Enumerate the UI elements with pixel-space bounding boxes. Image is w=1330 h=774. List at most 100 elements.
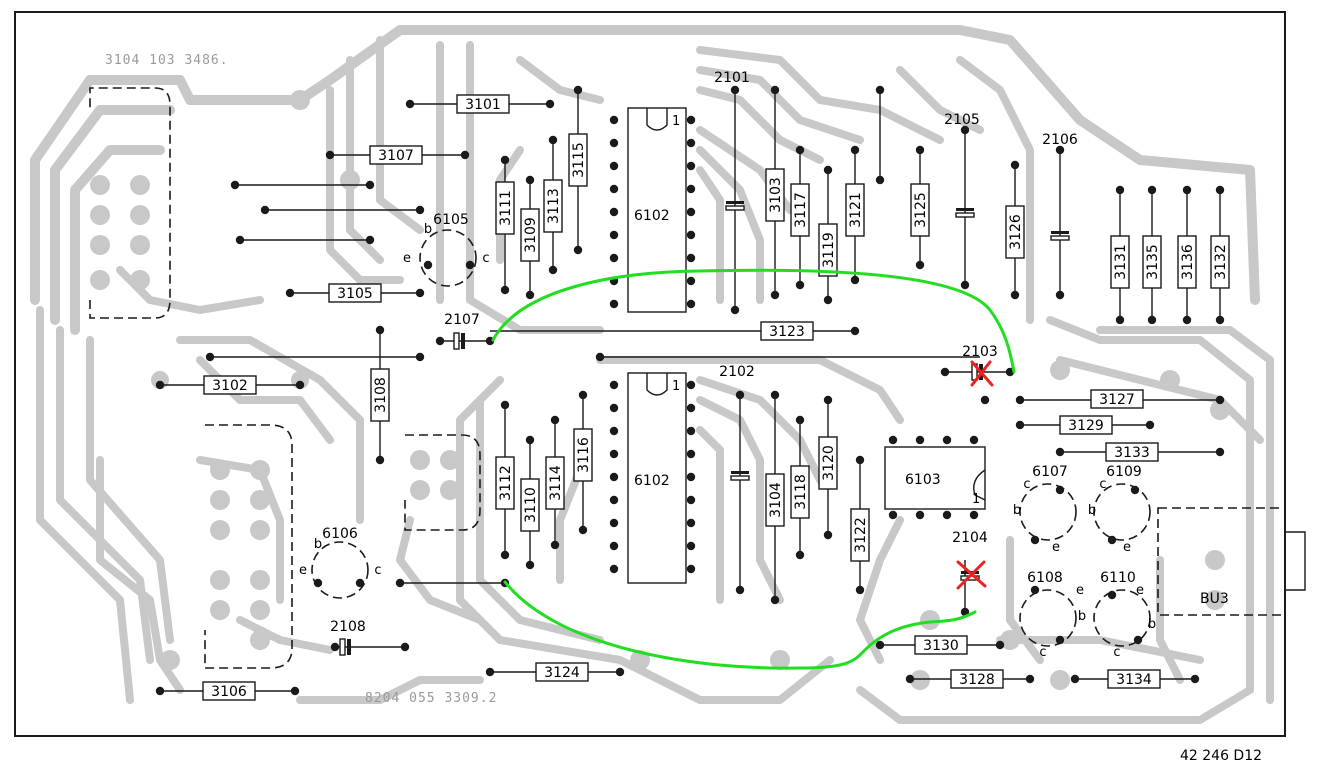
pin-dot — [1182, 315, 1192, 325]
resistor-label: 3111 — [498, 190, 514, 226]
pin-dot — [595, 352, 605, 362]
pin-dot — [686, 253, 696, 263]
pin-dot — [1107, 590, 1117, 600]
resistor-label: 3130 — [923, 638, 959, 654]
pin-dot — [609, 380, 619, 390]
resistor-3106: 3106 — [202, 681, 256, 701]
pin-dot — [686, 495, 696, 505]
pin-dot — [960, 125, 970, 135]
pin-dot — [686, 518, 696, 528]
pin-dot — [525, 560, 535, 570]
pin-dot — [686, 276, 696, 286]
transistor-pin-label: b — [1078, 609, 1086, 624]
pin-dot — [875, 640, 885, 650]
pin-dot — [905, 674, 915, 684]
pin-dot — [155, 380, 165, 390]
pin-dot — [686, 472, 696, 482]
resistor-3113: 3113 — [543, 179, 563, 233]
pin-dot — [1145, 420, 1155, 430]
capacitor-2107: 2107 — [444, 312, 480, 350]
resistor-label: 3121 — [848, 192, 864, 228]
pin-dot — [686, 138, 696, 148]
pin-dot — [155, 686, 165, 696]
pin-dot — [960, 280, 970, 290]
resistor-label: 3118 — [793, 474, 809, 510]
pin-dot — [295, 380, 305, 390]
pin-dot — [548, 265, 558, 275]
pin-dot — [609, 403, 619, 413]
pin-dot — [686, 207, 696, 217]
transistor-pin-label: c — [1039, 645, 1046, 660]
capacitor-2102: 2102 — [719, 364, 755, 481]
pin-dot — [855, 585, 865, 595]
pin-dot — [609, 495, 619, 505]
pin-dot — [850, 275, 860, 285]
resistor-3130: 3130 — [914, 635, 968, 655]
pin-dot — [400, 642, 410, 652]
pin-dot — [230, 180, 240, 190]
resistor-3118: 3118 — [790, 465, 810, 519]
resistor-3136: 3136 — [1177, 235, 1197, 289]
resistor-label: 3116 — [576, 437, 592, 473]
pin-dot — [465, 260, 475, 270]
resistor-label: 3127 — [1099, 392, 1135, 408]
pin-dot — [415, 352, 425, 362]
resistor-label: 3110 — [523, 487, 539, 523]
resistor-3119: 3119 — [818, 223, 838, 277]
pin-dot — [500, 400, 510, 410]
pin-dot — [770, 290, 780, 300]
transistor-pin-label: b — [424, 222, 432, 237]
pin-dot — [235, 235, 245, 245]
resistor-label: 3126 — [1008, 214, 1024, 250]
resistor-label: 3112 — [498, 465, 514, 501]
pin-dot — [415, 288, 425, 298]
resistor-3115: 3115 — [568, 133, 588, 187]
capacitor-label: 2106 — [1042, 132, 1078, 148]
resistor-3127: 3127 — [1090, 389, 1144, 409]
resistor-label: 3136 — [1180, 244, 1196, 280]
pin-dot — [578, 525, 588, 535]
resistor-3134: 3134 — [1107, 669, 1161, 689]
resistor-label: 3107 — [378, 148, 414, 164]
pin-dot — [770, 85, 780, 95]
resistor-label: 3133 — [1114, 445, 1150, 461]
board-top-code: 3104 103 3486. — [105, 53, 229, 68]
resistor-label: 3119 — [821, 232, 837, 268]
capacitor-2106: 2106 — [1042, 132, 1078, 241]
green-jumper-bottom — [503, 580, 977, 670]
resistor-3101: 3101 — [456, 94, 510, 114]
pin-dot — [823, 395, 833, 405]
pin-dot — [875, 175, 885, 185]
capacitor-label: 2101 — [714, 70, 750, 86]
resistors-horizontal: 3101310731053102310631233124312731293133… — [202, 94, 1161, 701]
ic-6103: 1 6103 — [884, 446, 986, 510]
pin-dot — [1055, 145, 1065, 155]
green-jumper-top — [491, 268, 1016, 374]
resistor-label: 3114 — [548, 465, 564, 501]
pin-dot — [1030, 535, 1040, 545]
resistor-3105: 3105 — [328, 283, 382, 303]
pin-dot — [609, 230, 619, 240]
resistor-3125: 3125 — [910, 183, 930, 237]
pin-dot — [525, 175, 535, 185]
resistor-label: 3113 — [546, 188, 562, 224]
pin-dot — [609, 138, 619, 148]
ic-pin1-label: 1 — [672, 114, 680, 129]
pin-dot — [795, 415, 805, 425]
pin-dot — [423, 260, 433, 270]
pin-dot — [395, 578, 405, 588]
resistor-label: 3120 — [821, 445, 837, 481]
resistor-label: 3129 — [1068, 418, 1104, 434]
resistor-3110: 3110 — [520, 478, 540, 532]
pin-dot — [1070, 674, 1080, 684]
pin-dot — [823, 165, 833, 175]
resistor-label: 3106 — [211, 684, 247, 700]
pin-dot — [795, 280, 805, 290]
pin-dot — [550, 540, 560, 550]
transistor-ref: 6107 — [1032, 464, 1068, 480]
resistor-3111: 3111 — [495, 181, 515, 235]
pin-dot — [855, 455, 865, 465]
